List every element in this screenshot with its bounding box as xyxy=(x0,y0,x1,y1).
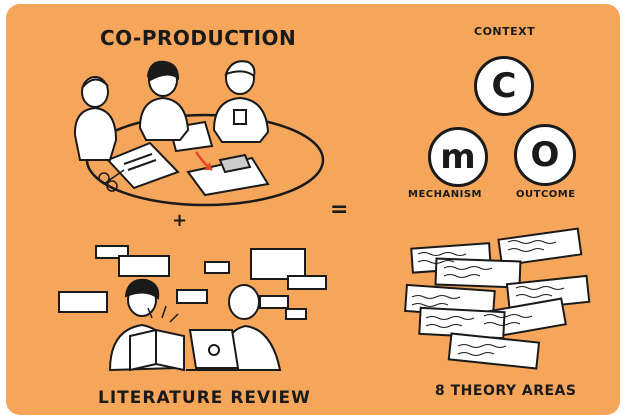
context-letter: C xyxy=(491,66,517,106)
context-label: CONTEXT xyxy=(474,25,536,38)
person-left xyxy=(73,76,118,161)
reader-with-book xyxy=(108,278,185,372)
papers-on-table xyxy=(106,120,270,197)
outcome-circle: O xyxy=(514,124,576,186)
floating-paper-boxes xyxy=(58,245,327,320)
mechanism-letter: m xyxy=(440,137,476,177)
mechanism-circle: m xyxy=(428,127,488,187)
reader-with-laptop xyxy=(186,284,282,371)
scissors-icon xyxy=(98,169,125,192)
plus-sign: + xyxy=(172,210,188,231)
outcome-letter: O xyxy=(530,135,560,175)
literature-review-scene xyxy=(58,245,327,372)
co-production-scene xyxy=(73,60,325,207)
literature-review-label: LITERATURE REVIEW xyxy=(98,388,311,408)
outcome-label: OUTCOME xyxy=(516,189,576,200)
equals-sign: = xyxy=(330,197,349,222)
co-production-label: CO-PRODUCTION xyxy=(100,26,297,50)
person-middle xyxy=(138,60,190,141)
mechanism-label: MECHANISM xyxy=(408,189,482,200)
context-circle: C xyxy=(474,56,534,116)
person-right xyxy=(212,60,270,143)
theory-areas-label: 8 THEORY AREAS xyxy=(435,383,577,399)
theory-area-slips xyxy=(404,227,591,370)
laptop-icon xyxy=(188,329,240,369)
theory-slip-scribbles xyxy=(411,240,565,356)
